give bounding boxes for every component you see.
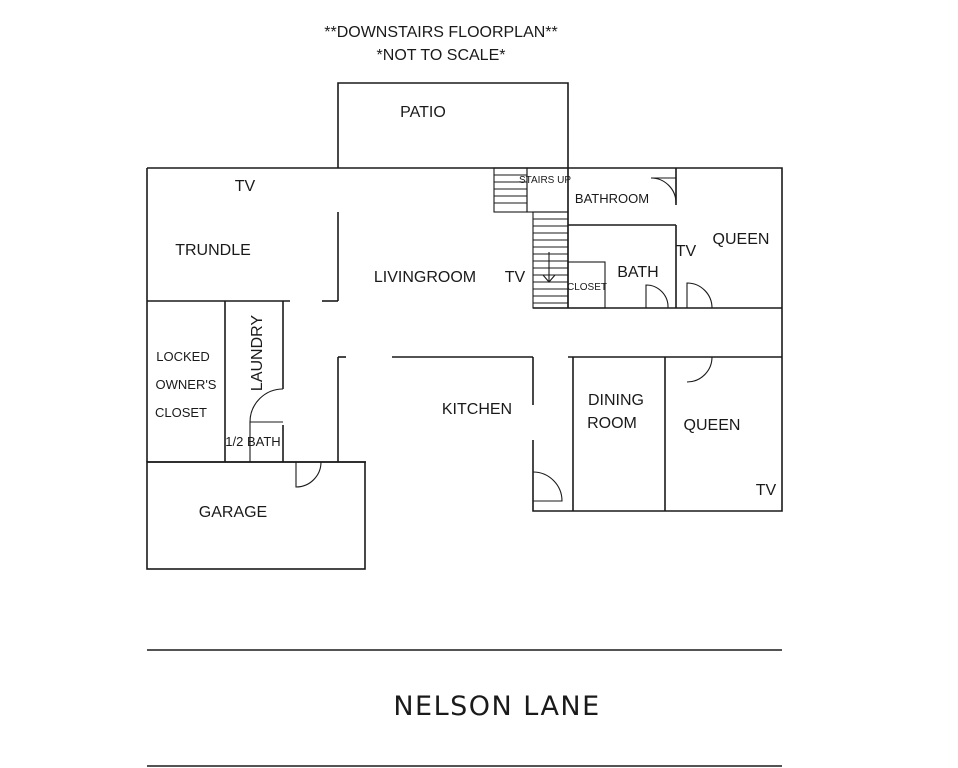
label-locked-closet-1: LOCKED	[156, 349, 209, 364]
door-queen-top	[686, 282, 713, 309]
label-tv-queen-bottom: TV	[756, 482, 777, 499]
label-locked-closet-3: CLOSET	[155, 405, 207, 420]
floorplan-title: **DOWNSTAIRS FLOORPLAN**	[324, 24, 558, 41]
label-kitchen: KITCHEN	[442, 401, 512, 418]
label-bathroom: BATHROOM	[575, 191, 649, 206]
door-queen-bottom	[686, 356, 713, 383]
interior-walls-center	[392, 356, 782, 511]
stairs-arrow-icon	[542, 252, 556, 283]
label-livingroom: LIVINGROOM	[374, 269, 476, 286]
scale-note: *NOT TO SCALE*	[377, 47, 506, 64]
label-half-bath: 1/2 BATH	[225, 434, 280, 449]
patio-room	[337, 82, 569, 168]
house-outline	[146, 167, 783, 512]
label-queen-top: QUEEN	[713, 231, 770, 248]
label-queen-bottom: QUEEN	[684, 417, 741, 434]
label-tv-queen-top: TV	[676, 243, 697, 260]
label-patio: PATIO	[400, 104, 446, 121]
label-tv-top: TV	[235, 178, 256, 195]
interior-walls-west	[147, 212, 346, 462]
street-name: NELSON LANE	[393, 691, 600, 722]
label-laundry: LAUNDRY	[249, 315, 266, 392]
label-bath: BATH	[617, 264, 658, 281]
label-garage: GARAGE	[199, 504, 267, 521]
door-half-bath	[249, 388, 284, 462]
label-stairs-up: STAIRS UP	[519, 175, 571, 186]
garage-room	[146, 461, 366, 570]
label-locked-closet-2: OWNER'S	[156, 377, 217, 392]
door-bathroom	[650, 177, 677, 204]
door-kitchen	[532, 471, 563, 502]
label-trundle: TRUNDLE	[175, 242, 251, 259]
label-closet: CLOSET	[567, 282, 607, 293]
label-dining-1: DINING	[588, 392, 644, 409]
label-tv-living: TV	[505, 269, 526, 286]
door-bath	[645, 284, 669, 309]
street	[147, 649, 782, 767]
door-garage	[295, 461, 322, 488]
label-dining-2: ROOM	[587, 415, 637, 432]
stairs	[493, 167, 569, 309]
